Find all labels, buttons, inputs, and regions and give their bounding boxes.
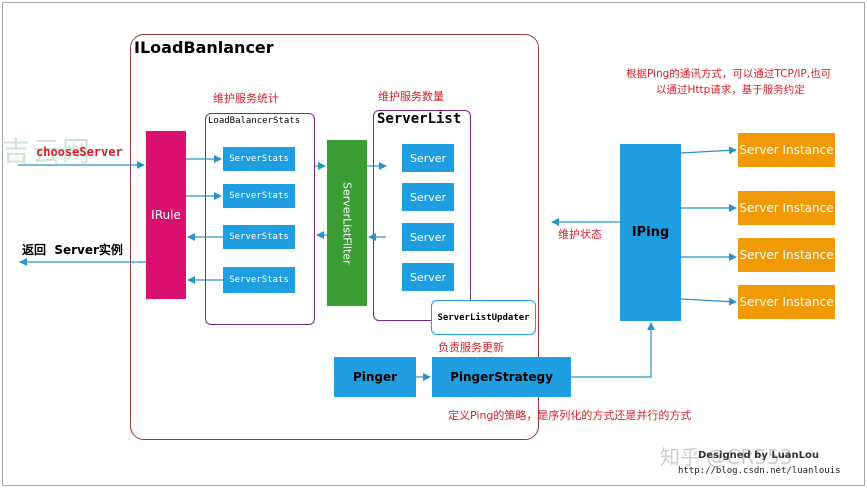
iping-note-line1: 根据Ping的通讯方式，可以通过TCP/IP,也可 [626, 68, 832, 80]
arrow-iping-instance [680, 297, 737, 306]
server-list-panel [373, 110, 471, 321]
server-label: Server [409, 190, 447, 204]
designed-by-label: Designed by LuanLou [698, 450, 820, 461]
server-box: Server [402, 183, 454, 211]
server-instance-box: Server Instance [738, 191, 835, 225]
server-instance-label: Server Instance [739, 143, 834, 157]
server-stats-box: ServerStats [223, 225, 295, 249]
server-box: Server [402, 144, 454, 172]
watermark-top: 吉云网 [2, 135, 93, 168]
server-box: Server [402, 223, 454, 251]
server-list-updater-label: ServerListUpdater [437, 312, 530, 323]
server-box: Server [402, 263, 454, 291]
maintain-status-label: 维护状态 [558, 228, 602, 241]
pinger-box: Pinger [334, 357, 416, 397]
pinger-label: Pinger [352, 370, 398, 384]
server-stats-label: ServerStats [229, 275, 289, 285]
strategy-caption: 定义Ping的策略，是序列化的方式还是并行的方式 [448, 409, 692, 422]
updater-caption: 负责服务更新 [438, 341, 504, 354]
lb-stats-panel [205, 113, 315, 325]
watermark-bottom: 知乎 @CR553 [660, 445, 793, 469]
server-stats-label: ServerStats [229, 154, 289, 164]
server-label: Server [409, 151, 447, 165]
lb-stats-caption: 维护服务统计 [213, 92, 279, 105]
server-instance-label: Server Instance [739, 295, 834, 309]
irule-label: IRule [151, 208, 181, 222]
server-stats-box: ServerStats [223, 184, 295, 208]
server-list-updater-box: ServerListUpdater [431, 300, 536, 335]
pinger-strategy-label: PingerStrategy [450, 370, 553, 384]
server-label: Server [409, 270, 447, 284]
arrow-iping-instance [680, 146, 737, 155]
server-list-filter-box: ServerListFilter [327, 140, 367, 306]
arrow-strategy-iping [571, 322, 655, 378]
server-list-title: ServerList [377, 111, 462, 127]
server-list-filter-label: ServerListFilter [340, 181, 354, 265]
iping-label: IPing [631, 225, 670, 240]
server-instance-box: Server Instance [738, 285, 835, 319]
blog-url: http://blog.csdn.net/luanlouis [678, 466, 841, 476]
iping-note-line2: 以通过Http请求，基于服务约定 [656, 84, 805, 96]
server-label: Server [409, 230, 447, 244]
server-instance-label: Server Instance [739, 201, 834, 215]
server-stats-box: ServerStats [223, 147, 295, 171]
server-instance-label: Server Instance [739, 248, 834, 262]
pinger-strategy-box: PingerStrategy [432, 357, 571, 397]
iloadbalancer-title: ILoadBanlancer [134, 38, 274, 57]
server-stats-box: ServerStats [223, 267, 295, 293]
iping-box: IPing [620, 144, 681, 321]
return-server-label: 返回 Server实例 [22, 243, 123, 257]
choose-server-label: chooseServer [36, 145, 123, 159]
server-stats-label: ServerStats [229, 232, 289, 242]
server-instance-box: Server Instance [738, 133, 835, 167]
server-instance-box: Server Instance [738, 238, 835, 272]
server-stats-label: ServerStats [229, 191, 289, 201]
server-list-caption: 维护服务数量 [378, 90, 444, 103]
iloadbalancer-container [130, 34, 539, 440]
irule-box: IRule [146, 131, 186, 299]
lb-stats-title: LoadBalancerStats [208, 116, 301, 126]
